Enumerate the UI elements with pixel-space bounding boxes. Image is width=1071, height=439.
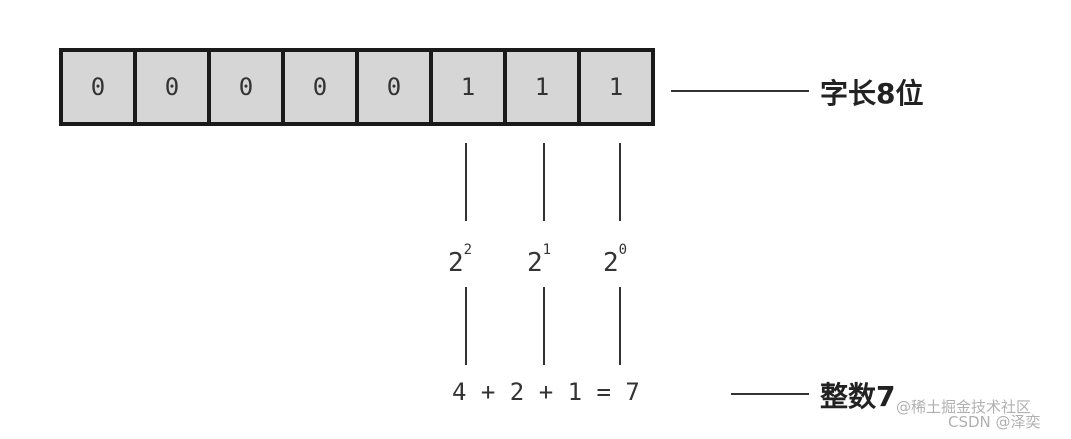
power-of-two: 22: [448, 242, 472, 278]
bit-cell: 0: [63, 52, 137, 122]
bit-cell: 0: [137, 52, 211, 122]
watermark: @稀土掘金技术社区 CSDN @泽奕: [896, 400, 1041, 430]
power-exponent: 1: [542, 242, 552, 258]
bit-connector-upper: [619, 143, 621, 221]
word-length-connector: [671, 90, 809, 92]
bit-cell: 0: [359, 52, 433, 122]
bit-connector-lower: [619, 287, 621, 365]
sum-expression: 4 + 2 + 1 = 7: [452, 378, 640, 406]
bit-cell: 0: [285, 52, 359, 122]
power-of-two: 21: [527, 242, 551, 278]
bit-cell: 1: [433, 52, 507, 122]
bit-cell: 0: [211, 52, 285, 122]
bit-cell: 1: [581, 52, 651, 122]
power-exponent: 0: [618, 242, 628, 258]
power-base: 2: [603, 248, 619, 278]
power-exponent: 2: [463, 242, 473, 258]
power-of-two: 20: [603, 242, 627, 278]
power-base: 2: [448, 248, 464, 278]
word-length-label: 字长8位: [820, 77, 924, 110]
bit-register: 0 0 0 0 0 1 1 1: [59, 48, 655, 126]
watermark-line: @稀土掘金技术社区: [896, 398, 1032, 416]
integer-connector: [731, 393, 809, 395]
bit-connector-lower: [465, 287, 467, 365]
bit-cell: 1: [507, 52, 581, 122]
bit-connector-upper: [465, 143, 467, 221]
watermark-line: CSDN @泽奕: [948, 413, 1041, 431]
bit-connector-upper: [543, 143, 545, 221]
integer-label: 整数7: [820, 380, 896, 413]
power-base: 2: [527, 248, 543, 278]
bit-connector-lower: [543, 287, 545, 365]
